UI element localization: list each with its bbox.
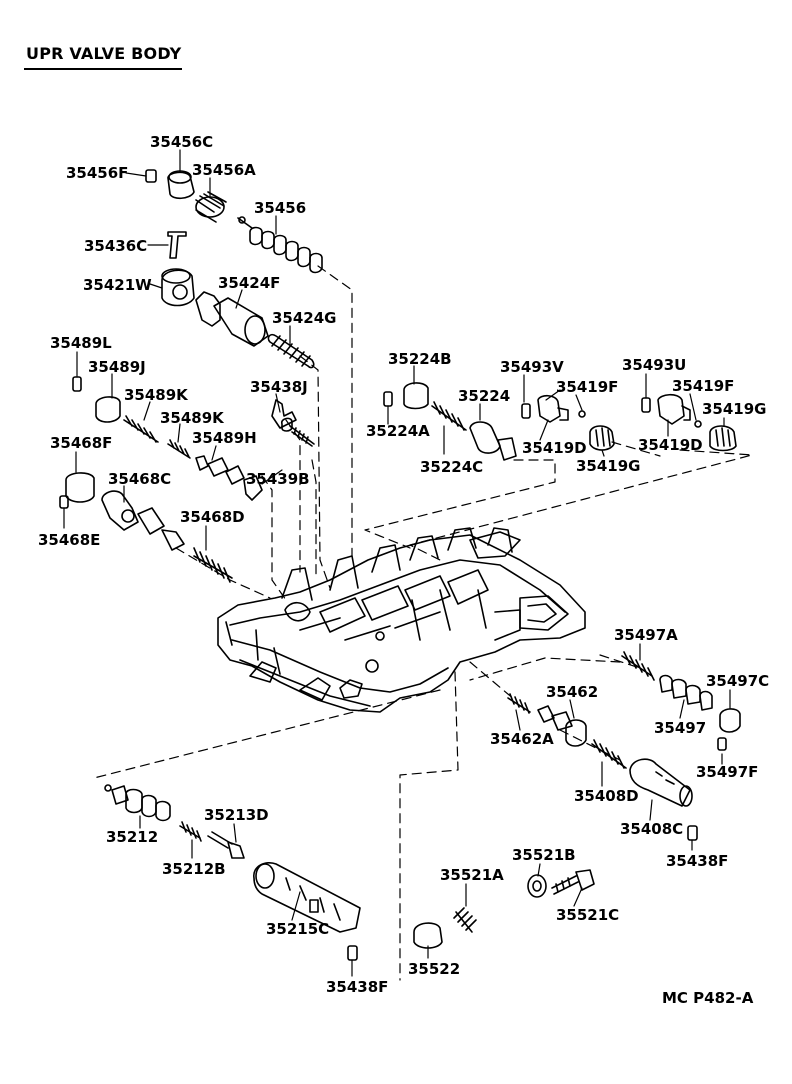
label-35419G-a: 35419G	[576, 457, 641, 475]
label-35408C: 35408C	[620, 820, 683, 838]
label-35489J: 35489J	[88, 358, 146, 376]
label-35212B: 35212B	[162, 860, 226, 878]
label-35419F-b: 35419F	[672, 377, 734, 395]
label-35419D-b: 35419D	[638, 436, 703, 454]
part-35213D	[207, 831, 245, 859]
label-35468D: 35468D	[180, 508, 245, 526]
part-labels: 35456C 35456F 35456A 35456 35436C 35421W…	[38, 133, 769, 996]
part-35224C	[431, 401, 467, 431]
label-35497F: 35497F	[696, 763, 758, 781]
part-35521A	[453, 907, 477, 933]
part-35497	[659, 674, 713, 711]
label-35438J: 35438J	[250, 378, 308, 396]
part-35424G	[267, 333, 315, 369]
label-35489L: 35489L	[50, 334, 112, 352]
part-35224	[469, 421, 517, 461]
part-35521C	[551, 869, 595, 895]
label-35493U: 35493U	[622, 356, 686, 374]
part-35468C	[101, 490, 185, 551]
label-35522: 35522	[408, 960, 460, 978]
label-35419F-a: 35419F	[556, 378, 618, 396]
part-35424F	[195, 291, 269, 347]
part-35439B	[281, 417, 315, 447]
part-35489L	[72, 376, 82, 392]
part-35493U	[641, 397, 651, 413]
part-35462	[537, 705, 587, 747]
part-35522	[413, 922, 443, 949]
title-underline	[24, 68, 182, 70]
label-35489K-b: 35489K	[160, 409, 225, 427]
part-35462A	[507, 693, 531, 714]
part-35521B	[527, 874, 547, 898]
part-35438F-right	[687, 825, 698, 841]
label-35521C: 35521C	[556, 906, 619, 924]
label-35224A: 35224A	[366, 422, 430, 440]
label-35489K-a: 35489K	[124, 386, 189, 404]
label-35456F: 35456F	[66, 164, 128, 182]
label-35424G: 35424G	[272, 309, 337, 327]
label-35456: 35456	[254, 199, 306, 217]
label-35497: 35497	[654, 719, 706, 737]
part-35456-group	[145, 169, 323, 274]
label-35436C: 35436C	[84, 237, 147, 255]
label-35468E: 35468E	[38, 531, 100, 549]
label-35212: 35212	[106, 828, 158, 846]
part-35489J	[95, 396, 121, 423]
part-35224A	[383, 391, 393, 407]
label-35424F: 35424F	[218, 274, 280, 292]
part-35212	[104, 784, 171, 822]
part-35224B	[403, 382, 429, 410]
label-35468F: 35468F	[50, 434, 112, 452]
label-35521B: 35521B	[512, 846, 576, 864]
part-35489H	[195, 455, 263, 501]
part-35497C	[719, 708, 741, 733]
label-35408D: 35408D	[574, 787, 639, 805]
part-35438F-bottom	[347, 945, 358, 961]
label-35421W: 35421W	[83, 276, 152, 294]
part-35408D	[591, 739, 627, 769]
label-35462A: 35462A	[490, 730, 554, 748]
leader-lines	[63, 149, 731, 977]
part-35212B	[179, 821, 202, 842]
figure-reference-code: MC P482-A	[662, 989, 754, 1007]
dashed-assembly-lines	[93, 265, 753, 981]
part-35468D	[193, 547, 233, 583]
part-35489K-spring-a	[123, 415, 159, 443]
part-35421W	[161, 268, 195, 307]
label-35493V: 35493V	[500, 358, 564, 376]
label-35456A: 35456A	[192, 161, 256, 179]
label-35419G-b: 35419G	[702, 400, 767, 418]
label-35468C: 35468C	[108, 470, 171, 488]
part-35497A	[621, 651, 655, 681]
part-35493V	[521, 403, 531, 419]
part-35419-group-b	[657, 393, 737, 452]
label-35456C: 35456C	[150, 133, 213, 151]
label-35497C: 35497C	[706, 672, 769, 690]
part-35215C	[253, 862, 361, 933]
label-35438F-bottom: 35438F	[326, 978, 388, 996]
label-35213D: 35213D	[204, 806, 269, 824]
part-35419-group-a	[537, 394, 615, 451]
label-35462: 35462	[546, 683, 598, 701]
label-35224: 35224	[458, 387, 510, 405]
label-35438F-right: 35438F	[666, 852, 728, 870]
diagram-title: UPR VALVE BODY	[26, 44, 182, 63]
label-35215C: 35215C	[266, 920, 329, 938]
label-35419D-a: 35419D	[522, 439, 587, 457]
part-35436C	[167, 231, 187, 259]
valve-body-casting	[217, 527, 586, 713]
label-35489H: 35489H	[192, 429, 257, 447]
label-35224C: 35224C	[420, 458, 483, 476]
label-35521A: 35521A	[440, 866, 504, 884]
part-35468F	[65, 472, 95, 503]
part-35497F	[717, 737, 727, 751]
part-35489K-spring-b	[167, 439, 191, 459]
part-35408C	[629, 758, 693, 807]
label-35439B: 35439B	[246, 470, 310, 488]
label-35224B: 35224B	[388, 350, 452, 368]
label-35497A: 35497A	[614, 626, 678, 644]
